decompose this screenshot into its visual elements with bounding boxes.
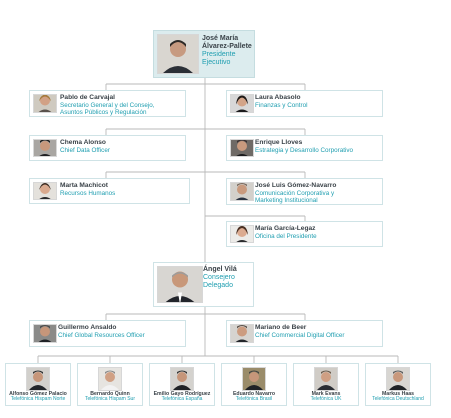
person-name: José Luis Gómez-Navarro <box>255 182 337 189</box>
cod-card[interactable]: Ángel Vilá Consejero Delegado <box>153 262 254 307</box>
org-card-gomez-navarro[interactable]: José Luis Gómez-Navarro Comunicación Cor… <box>226 178 383 205</box>
portrait-photo <box>33 94 57 113</box>
person-role-line2: Marketing Institucional <box>255 196 318 204</box>
portrait-photo <box>157 266 203 303</box>
person-role: Telefónica UK <box>310 396 342 403</box>
person-role: Comunicación Corporativa y <box>255 189 335 197</box>
org-card-ansaldo[interactable]: Guillermo Ansaldo Chief Global Resources… <box>29 320 186 347</box>
person-role: Oficina del Presidente <box>255 232 317 240</box>
portrait-photo <box>33 139 57 157</box>
portrait-photo <box>157 34 199 74</box>
person-name: Alfonso Gómez Palacio <box>9 391 67 397</box>
org-card-carvajal[interactable]: Pablo de Carvajal Secretario General y d… <box>29 90 186 117</box>
ceo-card[interactable]: José María Álvarez-Pallete Presidente Ej… <box>153 30 255 78</box>
person-name: Mark Evans <box>311 391 341 397</box>
person-name: Laura Abasolo <box>255 94 301 101</box>
person-role: Chief Data Officer <box>60 146 110 154</box>
person-name: Enrique Lloves <box>255 139 303 146</box>
person-role: Finanzas y Control <box>255 101 308 109</box>
person-name: Bernardo Quinn <box>90 391 130 397</box>
person-name: Eduardo Navarro <box>232 391 276 397</box>
person-name-line2: Álvarez-Pallete <box>202 43 252 51</box>
org-card-gayo[interactable]: Emilio Gayo Rodríguez Telefónica España <box>149 363 215 406</box>
portrait-photo <box>170 367 194 391</box>
portrait-photo <box>33 182 57 200</box>
person-role: Estrategia y Desarrollo Corporativo <box>255 146 353 154</box>
person-name: María García-Legaz <box>255 225 316 232</box>
org-card-garcia-legaz[interactable]: María García-Legaz Oficina del President… <box>226 221 383 247</box>
org-card-abasolo[interactable]: Laura Abasolo Finanzas y Control <box>226 90 383 117</box>
person-role: Telefónica Deutschland <box>372 396 424 403</box>
portrait-photo <box>230 139 254 157</box>
person-role: Consejero <box>203 274 235 282</box>
org-card-navarro[interactable]: Eduardo Navarro Telefónica Brasil <box>221 363 287 406</box>
person-name: Markus Haas <box>381 391 414 397</box>
org-card-de-beer[interactable]: Mariano de Beer Chief Commercial Digital… <box>226 320 383 347</box>
person-name: Pablo de Carvajal <box>60 94 115 101</box>
person-name: Chema Alonso <box>60 139 106 146</box>
person-name: Guillermo Ansaldo <box>58 324 117 331</box>
portrait-photo <box>230 182 254 201</box>
person-role-line2: Delegado <box>203 282 233 290</box>
portrait-photo <box>314 367 338 391</box>
person-name: Ángel Vilá <box>203 266 237 273</box>
portrait-photo <box>230 94 254 113</box>
portrait-photo <box>26 367 50 391</box>
person-role: Telefónica Hispam Norte <box>10 396 66 403</box>
portrait-photo <box>386 367 410 391</box>
org-card-haas[interactable]: Markus Haas Telefónica Deutschland <box>365 363 431 406</box>
person-role-line2: Asuntos Públicos y Regulación <box>60 108 147 116</box>
person-role: Chief Commercial Digital Officer <box>255 331 345 339</box>
portrait-photo <box>242 367 266 391</box>
org-card-evans[interactable]: Mark Evans Telefónica UK <box>293 363 359 406</box>
person-role: Telefónica España <box>161 396 203 403</box>
portrait-photo <box>230 225 254 243</box>
org-card-alonso[interactable]: Chema Alonso Chief Data Officer <box>29 135 186 161</box>
person-role-line2: Ejecutivo <box>202 59 231 67</box>
org-card-lloves[interactable]: Enrique Lloves Estrategia y Desarrollo C… <box>226 135 383 161</box>
person-role: Chief Global Resources Officer <box>58 331 145 339</box>
portrait-photo <box>98 367 122 391</box>
person-name: José María <box>202 35 239 42</box>
org-card-quinn[interactable]: Bernardo Quinn Telefónica Hispam Sur <box>77 363 143 406</box>
person-role: Recursos Humanos <box>60 189 116 197</box>
person-role: Secretario General y del Consejo, <box>60 101 155 109</box>
portrait-photo <box>33 324 57 343</box>
org-card-machicot[interactable]: Marta Machicot Recursos Humanos <box>29 178 190 204</box>
person-name: Marta Machicot <box>60 182 108 189</box>
person-name: Emilio Gayo Rodríguez <box>153 391 211 397</box>
person-role: Telefónica Hispam Sur <box>84 396 136 403</box>
person-role: Telefónica Brasil <box>235 396 273 403</box>
person-name: Mariano de Beer <box>255 324 307 331</box>
org-card-gomez-palacio[interactable]: Alfonso Gómez Palacio Telefónica Hispam … <box>5 363 71 406</box>
person-role: Presidente <box>202 51 236 59</box>
portrait-photo <box>230 324 254 343</box>
